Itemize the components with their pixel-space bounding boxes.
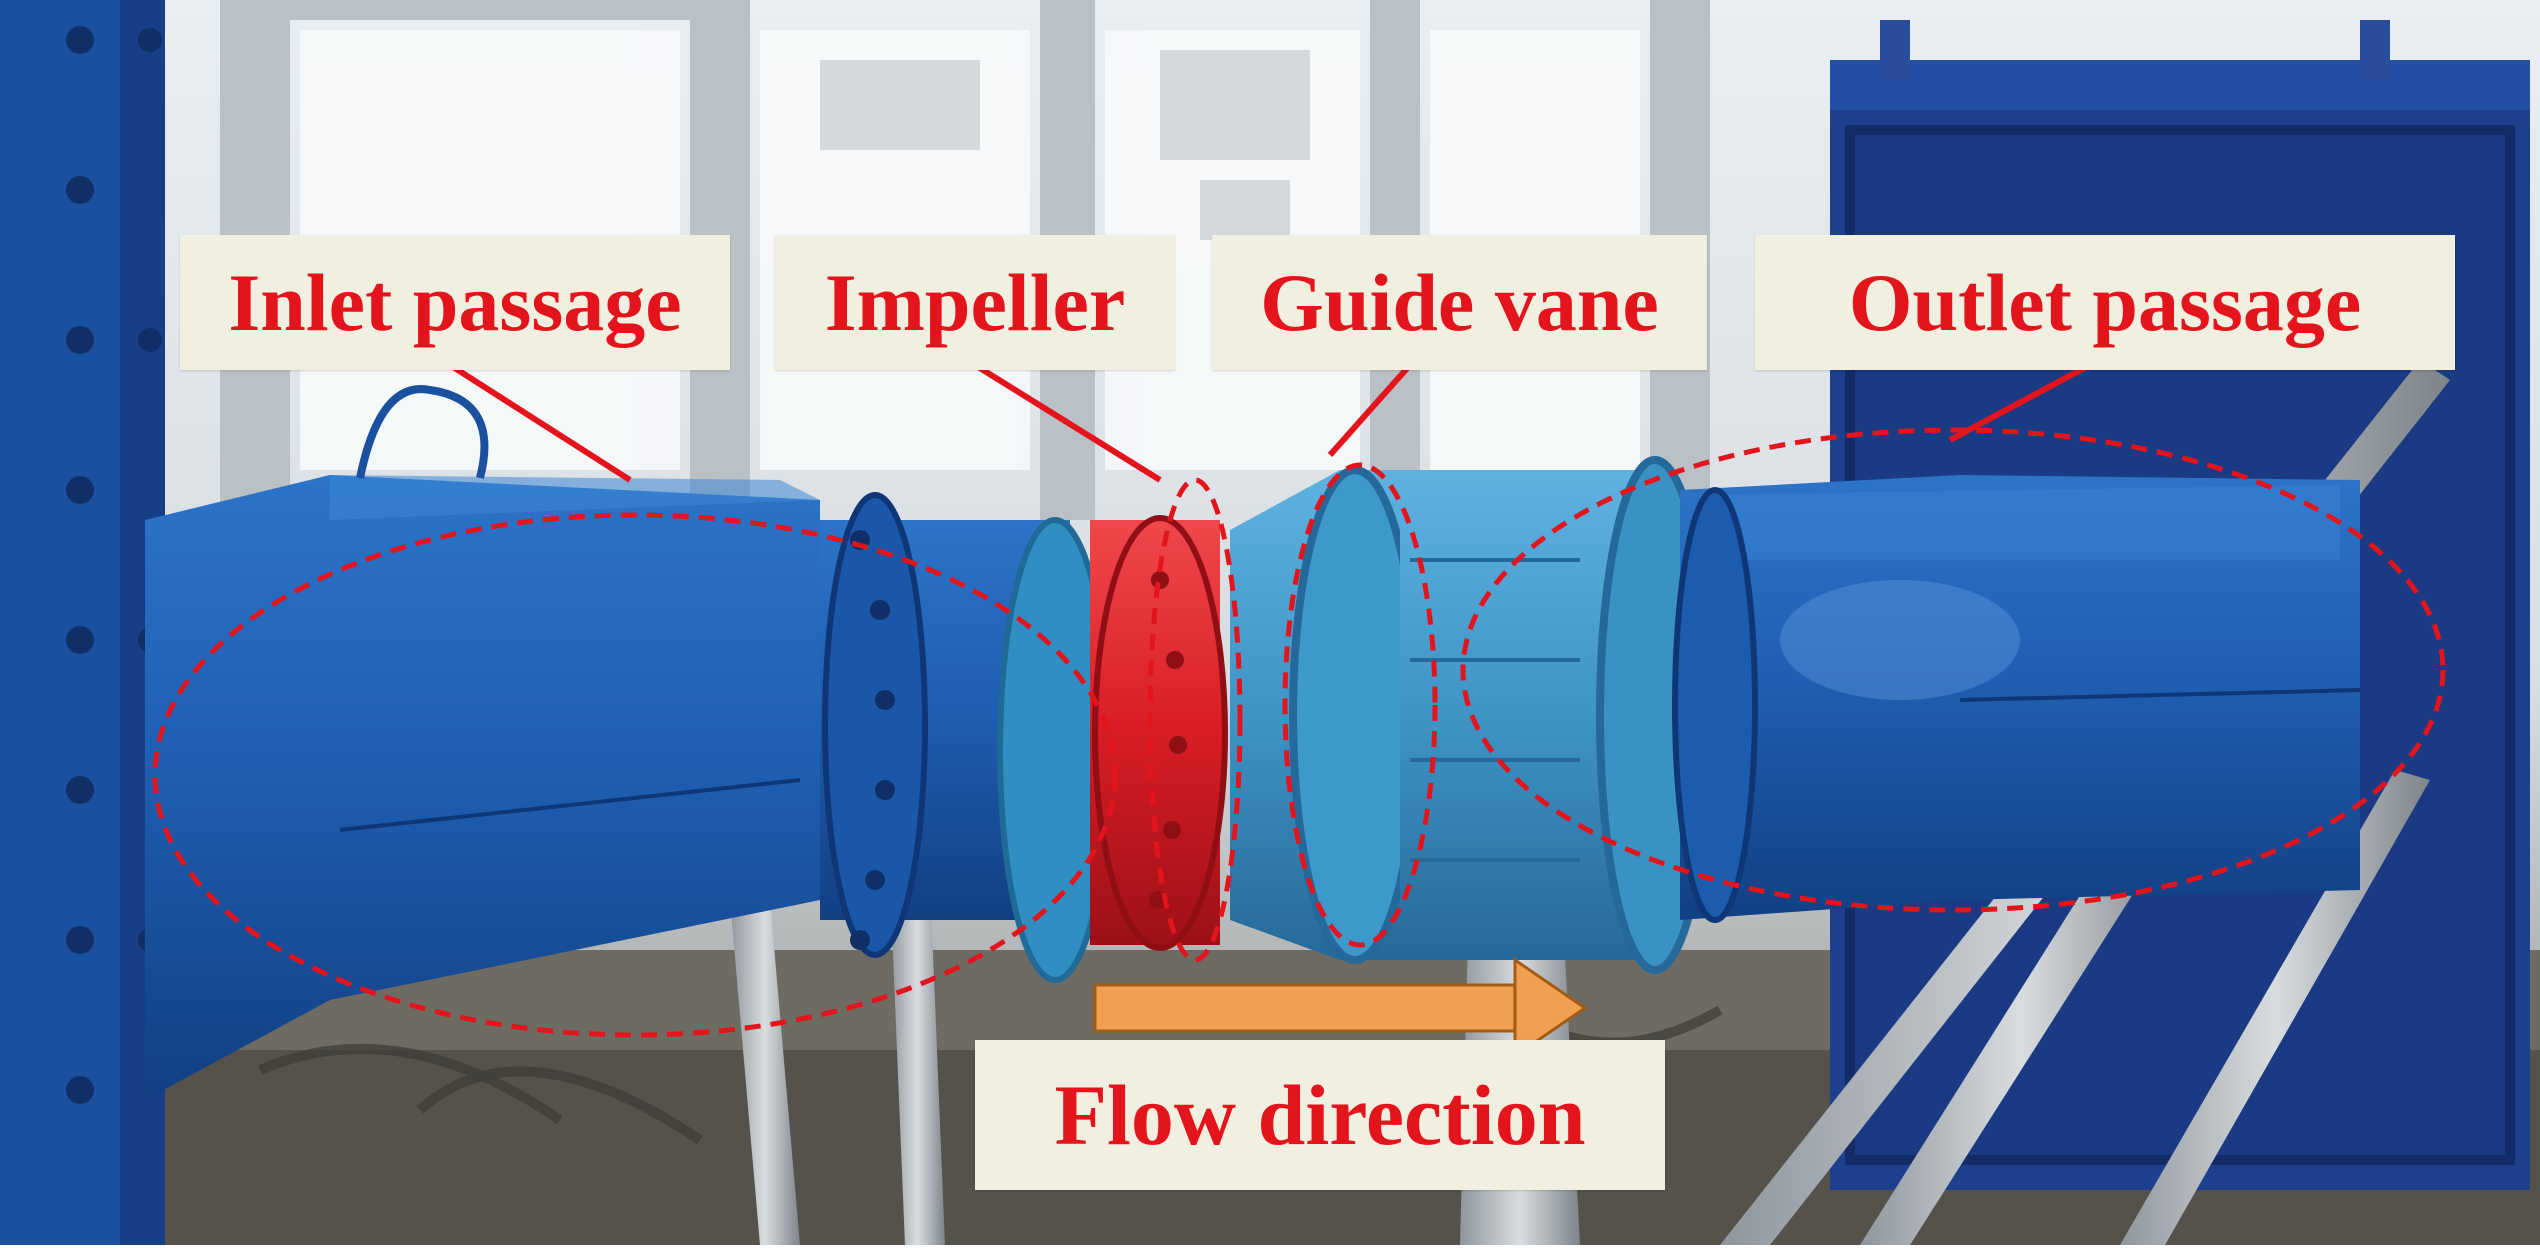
label-flow-direction: Flow direction <box>975 1040 1665 1190</box>
impeller-section <box>997 515 1228 983</box>
leader-lines <box>448 362 2092 483</box>
inlet-tank-wall <box>0 0 165 1245</box>
label-guide-vane: Guide vane <box>1212 235 1707 370</box>
label-inlet-passage: Inlet passage <box>180 235 730 370</box>
label-impeller: Impeller <box>775 235 1175 370</box>
annotation-ellipses <box>152 427 2446 1038</box>
guide-vane-section <box>1230 456 1714 974</box>
outlet-passage <box>1672 475 2361 923</box>
flow-arrow <box>1093 957 1588 1059</box>
label-outlet-passage: Outlet passage <box>1755 235 2455 370</box>
